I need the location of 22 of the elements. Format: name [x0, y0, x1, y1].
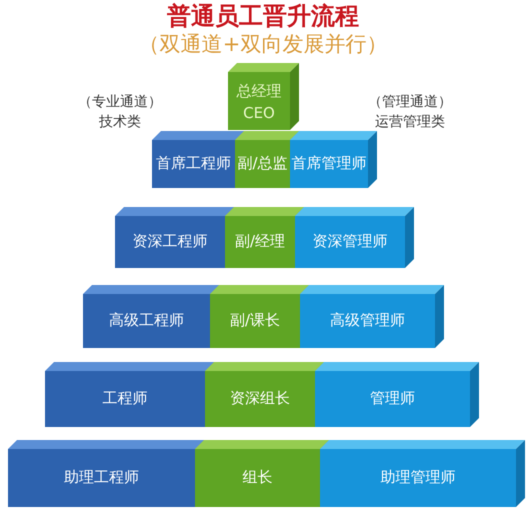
level-label: 组长	[242, 468, 274, 487]
subtitle: （双通道+双向发展并行）	[138, 31, 388, 58]
channel-label: 技术类	[98, 113, 142, 131]
level-label: 资深管理师	[312, 232, 388, 251]
channel-label: （专业通道）	[77, 93, 163, 111]
level-label: 副/总监	[236, 154, 289, 173]
level-label: 工程师	[102, 389, 148, 408]
channel-label: （管理通道）	[367, 93, 453, 111]
level-label: 资深工程师	[132, 232, 208, 251]
level-label: 副/课长	[228, 311, 282, 330]
level-label: 资深组长	[229, 389, 291, 408]
level-label: 副/经理	[234, 232, 286, 251]
level-label: 首席管理师	[290, 154, 368, 173]
level-label: 首席工程师	[155, 154, 232, 173]
level-label: 高级管理师	[329, 311, 406, 330]
level-label: 总经理 CEO	[236, 81, 282, 124]
level-label: 助理管理师	[380, 468, 456, 487]
title: 普通员工晋升流程	[166, 1, 360, 32]
level-label: 高级工程师	[108, 311, 185, 330]
level-label: 管理师	[369, 389, 416, 408]
level-label: 助理工程师	[63, 468, 140, 487]
channel-label: 运营管理类	[374, 113, 446, 131]
